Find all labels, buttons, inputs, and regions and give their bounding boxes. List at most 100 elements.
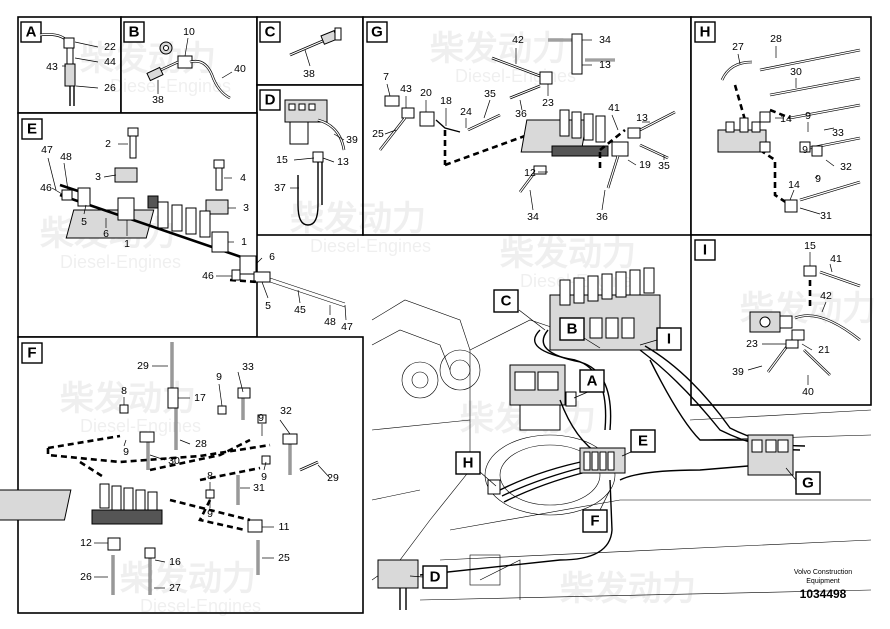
callout-number: 34 — [599, 34, 611, 46]
callout-number: 18 — [440, 95, 452, 107]
callout-number: 12 — [80, 537, 92, 549]
callout-number: 14 — [780, 113, 792, 125]
callout-number: 24 — [460, 106, 472, 118]
overview-drawing: C B I A E H G F D — [371, 267, 872, 610]
overview-label-a: A — [587, 373, 598, 390]
callout-number: 43 — [46, 61, 58, 73]
callout-number: 36 — [515, 108, 527, 120]
callout-number: 27 — [732, 41, 744, 53]
callout-number: 23 — [746, 338, 758, 350]
callout-number: 45 — [294, 304, 306, 316]
callout-number: 9 — [258, 412, 264, 424]
callout-number: 34 — [527, 211, 539, 223]
svg-text:Diesel-Engines: Diesel-Engines — [310, 236, 431, 256]
overview-label-h-box — [455, 451, 481, 475]
callout-number: 9 — [805, 110, 811, 122]
callout-number: 12 — [524, 167, 536, 179]
callout-number: 9 — [815, 173, 821, 185]
callout-number: 44 — [104, 56, 116, 68]
panel-e: E — [21, 118, 353, 333]
panel-h-frame — [690, 16, 872, 236]
callout-number: 8 — [121, 385, 127, 397]
overview-label-d-box — [422, 565, 448, 589]
footer-company-line1: Volvo Construction — [794, 569, 852, 576]
callout-number: 48 — [60, 151, 72, 163]
footer: Volvo Construction Equipment 1034498 — [794, 569, 852, 601]
svg-text:Diesel-Engines: Diesel-Engines — [455, 66, 576, 86]
callout-number: 3 — [243, 202, 249, 214]
overview-label-i-box — [656, 327, 682, 351]
callout-number: 31 — [820, 210, 832, 222]
callout-number: 39 — [732, 366, 744, 378]
callout-number: 1 — [241, 236, 247, 248]
callout-number: 36 — [596, 211, 608, 223]
panel-d: D 39 15 13 37 — [259, 89, 358, 226]
callout-number: 33 — [242, 361, 254, 373]
callout-number: 42 — [512, 34, 524, 46]
callout-number: 38 — [152, 94, 164, 106]
panel-c-label: C — [265, 24, 276, 41]
panel-d-label-box — [259, 89, 281, 111]
callout-number: 9 — [261, 471, 267, 483]
callout-number: 22 — [104, 41, 116, 53]
overview-label-b-box — [559, 317, 585, 341]
svg-text:Diesel-Engines: Diesel-Engines — [60, 252, 181, 272]
callout-number: 39 — [346, 134, 358, 146]
overview-label-g: G — [802, 475, 814, 492]
callout-number: 19 — [639, 159, 651, 171]
callout-number: 2 — [105, 138, 111, 150]
callout-number: 1 — [124, 238, 130, 250]
overview-label-i: I — [667, 331, 671, 348]
callout-number: 21 — [818, 344, 830, 356]
footer-part-number: 1034498 — [800, 587, 847, 601]
callout-number: 14 — [788, 179, 800, 191]
callout-number: 15 — [276, 154, 288, 166]
overview-label-a-box — [579, 369, 605, 393]
panel-i: I 15 41 42 23 21 39 40 — [694, 239, 861, 398]
svg-text:柴发动力: 柴发动力 — [500, 235, 636, 273]
panel-i-label: I — [703, 242, 707, 259]
overview-label-c: C — [501, 293, 512, 310]
callout-number: 30 — [790, 66, 802, 78]
watermark: 柴发动力 Diesel-Engines 柴发动力 Diesel-Engines … — [40, 30, 876, 616]
callout-number: 46 — [40, 182, 52, 194]
callout-number: 8 — [207, 470, 213, 482]
callout-number: 20 — [420, 87, 432, 99]
callout-number: 41 — [608, 102, 620, 114]
panel-i-label-box — [694, 239, 716, 261]
callout-number: 26 — [104, 82, 116, 94]
callout-number: 5 — [81, 216, 87, 228]
overview-label-d: D — [430, 569, 441, 586]
overview-label-f: F — [590, 513, 599, 530]
panel-a-label-box — [20, 21, 42, 43]
overview-label-c-box — [493, 289, 519, 313]
callout-number: 27 — [169, 582, 181, 594]
panel-g: G — [366, 21, 676, 223]
callout-number: 32 — [840, 161, 852, 173]
panel-f: F — [0, 342, 339, 595]
callout-number: 15 — [804, 240, 816, 252]
svg-text:柴发动力: 柴发动力 — [290, 200, 426, 238]
panel-f-frame — [17, 336, 364, 614]
svg-text:柴发动力: 柴发动力 — [430, 30, 566, 68]
callout-number: 28 — [770, 33, 782, 45]
callout-number: 10 — [183, 26, 195, 38]
overview-label-g-box — [795, 471, 821, 495]
panel-h-label: H — [700, 24, 711, 41]
overview-label-e: E — [638, 433, 648, 450]
callout-number: 48 — [324, 316, 336, 328]
panel-e-label: E — [27, 121, 37, 138]
callout-number: 38 — [303, 68, 315, 80]
callout-number: 28 — [195, 438, 207, 450]
callout-number: 35 — [658, 160, 670, 172]
panel-b: B 10 40 38 — [123, 21, 246, 106]
panel-a-label: A — [26, 24, 37, 41]
callout-number: 7 — [383, 71, 389, 83]
panel-e-label-box — [21, 118, 43, 140]
callout-number: 29 — [137, 360, 149, 372]
callout-number: 30 — [168, 455, 180, 467]
callout-number: 31 — [253, 482, 265, 494]
callout-number: 3 — [95, 171, 101, 183]
callout-number: 29 — [327, 472, 339, 484]
